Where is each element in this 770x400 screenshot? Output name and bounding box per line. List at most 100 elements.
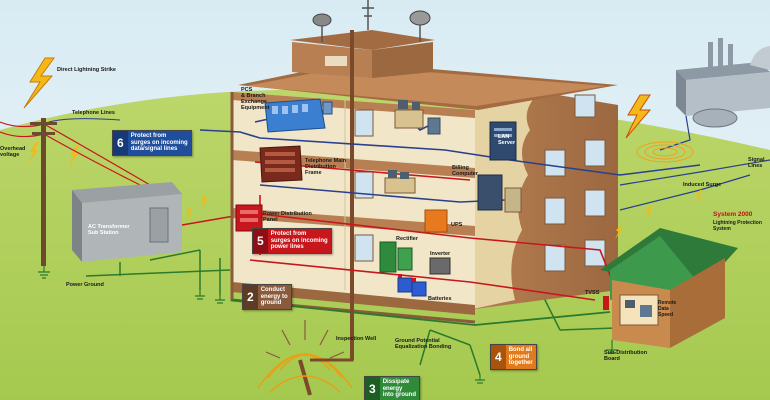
telephone-lines-label: Telephone Lines [72, 110, 115, 116]
interior-window [354, 234, 374, 262]
building-roof-top [246, 66, 606, 106]
step-number: 6 [113, 131, 128, 155]
step-number: 5 [253, 229, 268, 253]
power-ground-label: Power Ground [66, 282, 104, 288]
batteries [397, 274, 427, 297]
equipment-unit [504, 187, 522, 213]
power-ground-wire [85, 262, 231, 277]
rectifier-unit [379, 241, 397, 273]
remote-data-label: Remote Data Speed [658, 300, 677, 318]
ground-symbol-icon [38, 266, 50, 279]
direct-lightning-label: Direct Lightning Strike [57, 67, 116, 73]
monitor-icon [625, 300, 635, 308]
penthouse-vent [325, 56, 347, 66]
billing-computer-label: Billing Computer [452, 165, 478, 177]
ground-rod [298, 359, 312, 396]
step-2-callout: 2 Conduct energy to ground [242, 284, 292, 310]
surge-spark-icon [200, 195, 207, 209]
step-text: Conduct energy to ground [260, 287, 288, 306]
inspection-well-label: Inspection Well [336, 336, 377, 342]
utility-pole [41, 118, 46, 266]
ground-potential-label: Ground Potential Equalization Bonding [395, 338, 452, 350]
lightning-bolt-icon [68, 146, 79, 168]
factory-roof [676, 62, 770, 80]
computer-tower-icon [427, 117, 441, 135]
transformer-side [72, 190, 82, 262]
penthouse-roof [290, 30, 435, 50]
inverter-unit [429, 257, 451, 275]
lightning-bolt-icon [625, 94, 652, 139]
inverter-label: Inverter [430, 251, 451, 257]
monitor-icon [398, 100, 408, 109]
signal-line [659, 115, 691, 151]
interior-window [354, 109, 374, 137]
remote-house-interior [619, 294, 659, 326]
ups-unit [424, 209, 448, 233]
cutaway-interior-wall [468, 80, 540, 310]
overhead-voltage-label: Overhead voltage [0, 146, 26, 158]
batteries-label: Batteries [428, 296, 452, 302]
dissipation-arcs [257, 353, 353, 393]
building-windows [544, 94, 606, 272]
factory-wall [686, 72, 770, 116]
monitor-icon [400, 172, 409, 179]
smokestack [708, 42, 713, 67]
penthouse-right [372, 42, 433, 78]
step-4-callout: 4 Bond all ground together [490, 344, 537, 370]
satellite-dish-icon [409, 10, 431, 26]
pcs-branch-label: PCS & Branch Exchange Equipment [241, 87, 270, 111]
lightning-bolt-icon [28, 142, 39, 164]
ground-bond-wire [231, 299, 611, 326]
step-text: Protect from surges on incoming data/sig… [130, 133, 188, 152]
dissipation-rays [265, 320, 345, 359]
transformer-roof [72, 182, 182, 203]
step-number: 4 [491, 345, 506, 369]
step-3-callout: 3 Dissipate energy into ground [364, 376, 421, 400]
telephone-main-label: Telephone Main Distribution Frame [305, 158, 347, 176]
pole-crossarm [32, 132, 55, 135]
smokestack [718, 38, 723, 66]
satellite-dish-icon [312, 13, 332, 27]
system-2000-label: System 2000 [713, 211, 753, 218]
desk [384, 177, 416, 194]
surge-spark-icon [185, 208, 192, 222]
overhead-power-lines [0, 121, 151, 191]
transformer-door [149, 207, 169, 243]
rectifier-unit [397, 247, 413, 271]
storage-tank [692, 108, 738, 128]
system-2000-subtitle: Lightning Protection System [713, 220, 762, 232]
step-text: Protect from surges on incoming power li… [270, 231, 328, 250]
lan-server-label: LAN Server [498, 134, 516, 146]
lightning-bolt-icon [23, 57, 55, 109]
factory-tower [750, 46, 770, 70]
equipment-unit [322, 101, 333, 115]
step-number: 3 [365, 377, 380, 400]
ground-symbol-icon [195, 290, 485, 384]
smokestack [728, 44, 733, 66]
billing-computer [477, 174, 503, 211]
step-number: 2 [243, 285, 258, 309]
ac-transformer-label: AC Transformer Sub Station [88, 224, 130, 236]
step-5-callout: 5 Protect from surges on incoming power … [252, 228, 332, 254]
pole-crossarm [30, 122, 57, 125]
remote-data-unit [640, 305, 652, 317]
power-distribution-label: Power Distribution Panel [263, 211, 312, 223]
sub-distribution-label: Sub-Distribution Board [604, 350, 648, 362]
desk [394, 109, 424, 129]
interior-window [354, 171, 374, 199]
rectifier-label: Rectifier [396, 236, 419, 242]
step-text: Bond all ground together [508, 347, 533, 366]
step-text: Dissipate energy into ground [382, 379, 417, 398]
pcs-exchange-equipment [264, 98, 326, 133]
monitor-icon [388, 170, 397, 178]
lightning-rod-mast [362, 0, 374, 30]
ups-label: UPS [451, 222, 463, 228]
ground-symbol-icon [606, 340, 618, 354]
tvss-device [603, 296, 609, 310]
remote-house-side [670, 258, 725, 348]
induced-surge-label: Induced Surge [683, 182, 722, 188]
induced-surge-rings [636, 141, 694, 163]
monitor-icon [412, 102, 420, 110]
